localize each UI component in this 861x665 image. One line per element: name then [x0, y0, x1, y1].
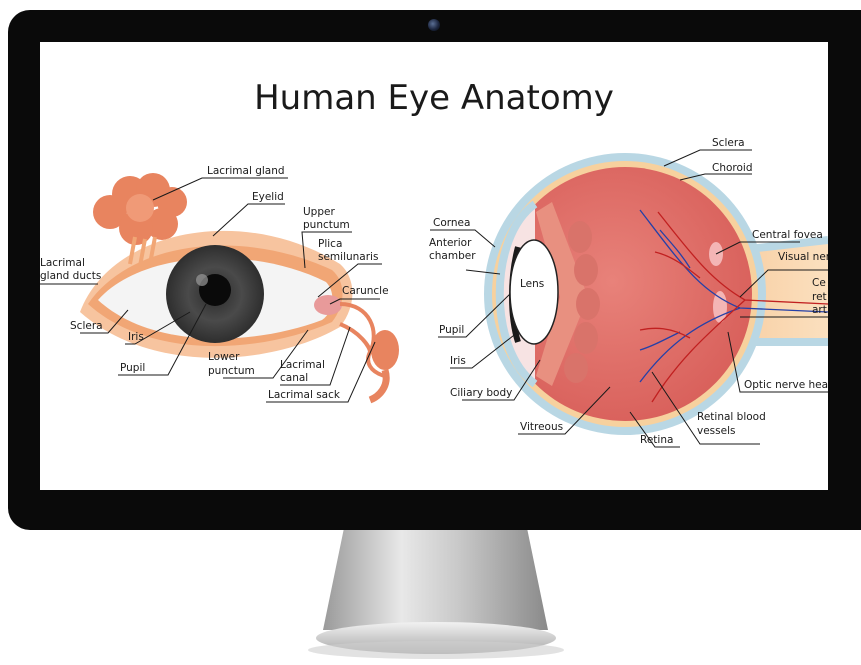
svg-text:punctum: punctum: [208, 365, 255, 377]
label-pupil: Pupil: [120, 362, 145, 374]
label-sclera: Sclera: [70, 320, 103, 332]
lacrimal-sack-shape: [371, 330, 399, 370]
label-visual-nerve: Visual ner: [778, 251, 828, 263]
caruncle-shape: [314, 295, 342, 315]
front-eye-view: Lacrimal gland Eyelid Upper punctum Plic…: [40, 165, 399, 402]
stand-neck: [323, 528, 548, 630]
eye-cross-section: Sclera Choroid Cornea Anterior chamber L…: [429, 137, 828, 447]
svg-text:gland ducts: gland ducts: [40, 270, 101, 282]
svg-text:ret: ret: [812, 291, 827, 303]
label-lacrimal-gland: Lacrimal gland: [207, 165, 285, 177]
label-anterior-chamber: Anterior: [429, 237, 472, 249]
label-retinal-blood-vessels: Retinal blood: [697, 411, 766, 423]
label-lacrimal-gland-ducts: Lacrimal: [40, 257, 85, 269]
label-cornea: Cornea: [433, 217, 470, 229]
monitor-screen: Human Eye Anatomy: [40, 42, 828, 490]
svg-text:vessels: vessels: [697, 425, 735, 437]
label-iris-cross: Iris: [450, 355, 466, 367]
label-lower-punctum: Lower: [208, 351, 240, 363]
label-lacrimal-canal: Lacrimal: [280, 359, 325, 371]
label-optic-nerve-head: Optic nerve head: [744, 379, 828, 391]
label-central-retinal-artery: Ce: [812, 277, 826, 289]
label-iris: Iris: [128, 331, 144, 343]
diagram-title: Human Eye Anatomy: [254, 78, 614, 118]
svg-text:chamber: chamber: [429, 250, 476, 262]
label-plica-semilunaris: Plica: [318, 238, 342, 250]
label-lacrimal-sack: Lacrimal sack: [268, 389, 341, 401]
label-upper-punctum: Upper: [303, 206, 335, 218]
label-sclera-cross: Sclera: [712, 137, 745, 149]
label-ciliary-body: Ciliary body: [450, 387, 512, 399]
svg-text:canal: canal: [280, 372, 308, 384]
label-choroid: Choroid: [712, 162, 753, 174]
label-eyelid: Eyelid: [252, 191, 284, 203]
label-lens: Lens: [520, 278, 544, 290]
label-retina: Retina: [640, 434, 673, 446]
lens-shape: [510, 240, 558, 344]
webcam-icon: [428, 19, 440, 31]
label-central-fovea: Central fovea: [752, 229, 823, 241]
eye-anatomy-diagram: Human Eye Anatomy: [40, 42, 828, 490]
svg-text:punctum: punctum: [303, 219, 350, 231]
svg-text:art: art: [812, 304, 827, 316]
label-caruncle: Caruncle: [342, 285, 389, 297]
label-vitreous: Vitreous: [520, 421, 563, 433]
svg-text:semilunaris: semilunaris: [318, 251, 378, 263]
label-pupil-cross: Pupil: [439, 324, 464, 336]
lacrimal-gland-shape: [93, 173, 187, 245]
